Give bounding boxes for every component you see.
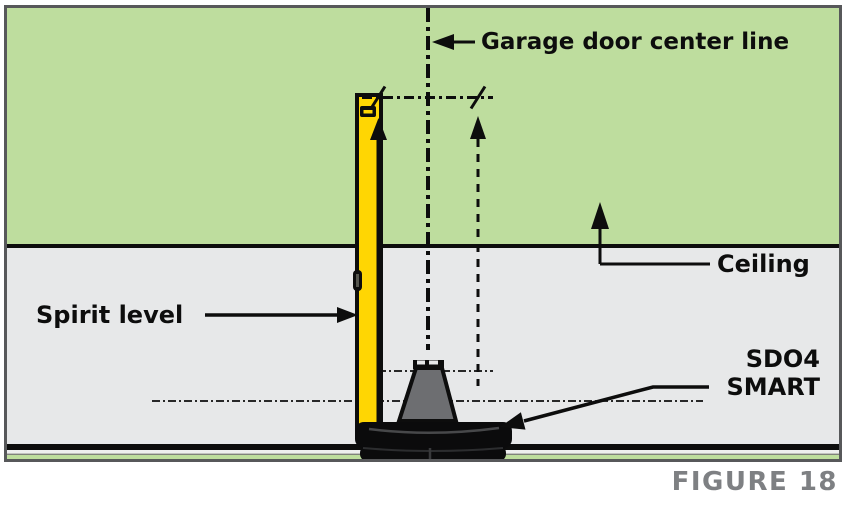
- mounting-bracket: [396, 360, 459, 423]
- level-vial-slit: [356, 274, 359, 287]
- figure-frame: [4, 5, 842, 462]
- bracket-slot-right: [429, 360, 438, 365]
- figure-caption: FIGURE 18: [671, 467, 838, 497]
- ceiling-boundary-line: [7, 244, 839, 248]
- device-label-line1: SDO4: [745, 345, 820, 373]
- level-brand-mark: [363, 110, 373, 114]
- wall-region: [7, 8, 839, 244]
- ceiling-label-arrow: [591, 202, 710, 266]
- right-arrow-icon: [337, 307, 358, 323]
- opener-base-lip: [360, 446, 506, 459]
- level-up-arrow-icon: [370, 118, 387, 140]
- bracket-trapezoid: [396, 366, 459, 423]
- diagram-canvas: [7, 8, 839, 459]
- device-label: SDO4 SMART: [726, 345, 820, 401]
- offset-up-arrow-icon: [470, 116, 486, 139]
- device-leader-line: [523, 385, 709, 423]
- opener-base-highlight: [368, 426, 500, 434]
- bracket-slot-left: [417, 360, 425, 365]
- opener-base-slab: [355, 422, 512, 448]
- garage-label-arrow: [432, 34, 475, 50]
- leader-arrow-icon: [500, 412, 526, 430]
- bracket-top-bar: [413, 360, 444, 369]
- dimension-tick-right-icon: [469, 85, 487, 110]
- spirit-level-label: Spirit level: [36, 301, 184, 329]
- device-label-leader: [500, 385, 709, 430]
- ceiling-label: Ceiling: [717, 250, 810, 278]
- dimension-tick-left-icon: [369, 85, 387, 110]
- device-label-line2: SMART: [726, 373, 820, 401]
- opener-lip-edge: [362, 447, 504, 452]
- up-arrow-icon: [591, 202, 609, 229]
- garage-center-line-label: Garage door center line: [481, 29, 790, 55]
- left-arrow-icon: [432, 34, 454, 50]
- spirit-level-label-arrow: [205, 307, 358, 323]
- opener-base: [355, 422, 512, 459]
